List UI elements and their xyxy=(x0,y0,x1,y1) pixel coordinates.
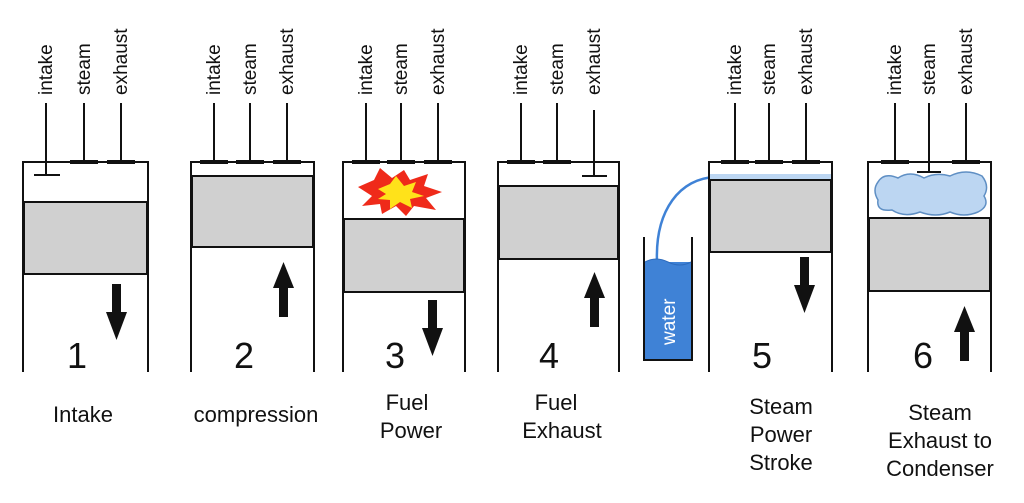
stage-caption-line-1: Fuel xyxy=(386,390,429,415)
stage-caption-line-1: Steam xyxy=(908,400,972,425)
piston xyxy=(868,217,991,292)
water-reservoir: water xyxy=(643,175,717,361)
arrow-up-icon xyxy=(954,306,975,361)
stage-caption-line-2: Exhaust xyxy=(522,418,602,443)
piston xyxy=(191,175,314,248)
water-injection-tube xyxy=(655,175,717,263)
valve-label-steam: steam xyxy=(547,43,568,95)
water-label: water xyxy=(659,298,680,346)
stage-5: intake steam exhaust 5 Steam Power Strok… xyxy=(708,28,833,475)
stage-caption-line-2: Exhaust to xyxy=(888,428,992,453)
valve-label-intake: intake xyxy=(36,44,57,95)
valve-label-intake: intake xyxy=(511,44,532,95)
steam-cloud-icon xyxy=(874,171,988,216)
valve-label-intake: intake xyxy=(725,44,746,95)
cylinder-wall xyxy=(708,161,833,372)
valve-label-exhaust: exhaust xyxy=(277,28,298,95)
stage-number: 5 xyxy=(752,335,772,376)
arrow-down-icon xyxy=(794,257,815,313)
explosion-icon xyxy=(358,168,442,216)
stage-caption-line-3: Stroke xyxy=(749,450,813,475)
cylinder-wall xyxy=(497,161,620,372)
stage-number: 1 xyxy=(67,335,87,376)
piston xyxy=(709,179,832,253)
stage-number: 2 xyxy=(234,335,254,376)
cylinder-wall xyxy=(190,161,315,372)
stage-3: intake steam exhaust 3 Fuel Power xyxy=(342,28,466,443)
piston xyxy=(498,185,619,260)
valve-label-steam: steam xyxy=(391,43,412,95)
stage-caption-line-2: Power xyxy=(380,418,442,443)
stage-number: 3 xyxy=(385,335,405,376)
stage-1: intake steam exhaust 1 Intake xyxy=(22,28,149,427)
stage-caption-line-2: Power xyxy=(750,422,812,447)
valve-label-steam: steam xyxy=(919,43,940,95)
arrow-down-icon xyxy=(106,284,127,340)
arrow-up-icon xyxy=(273,262,294,317)
stage-caption-line-1: compression xyxy=(194,402,319,427)
stage-6: intake steam exhaust 6 Steam Exhaust to … xyxy=(867,28,994,481)
valve-label-intake: intake xyxy=(204,44,225,95)
stage-4: intake steam exhaust 4 Fuel Exhaust xyxy=(497,28,620,443)
stage-caption-line-1: Steam xyxy=(749,394,813,419)
stage-caption-line-1: Fuel xyxy=(535,390,578,415)
arrow-down-icon xyxy=(422,300,443,356)
water-surface xyxy=(644,258,692,266)
stage-caption-line-3: Condenser xyxy=(886,456,994,481)
valve-label-intake: intake xyxy=(885,44,906,95)
valve-label-exhaust: exhaust xyxy=(796,28,817,95)
arrow-up-icon xyxy=(584,272,605,327)
valve-label-intake: intake xyxy=(356,44,377,95)
valve-label-exhaust: exhaust xyxy=(584,28,605,95)
valve-label-steam: steam xyxy=(74,43,95,95)
valve-label-exhaust: exhaust xyxy=(956,28,977,95)
stage-number: 6 xyxy=(913,335,933,376)
valve-label-exhaust: exhaust xyxy=(111,28,132,95)
piston xyxy=(23,201,148,275)
piston xyxy=(343,218,465,293)
valve-label-exhaust: exhaust xyxy=(428,28,449,95)
water-fill xyxy=(645,262,691,359)
stage-number: 4 xyxy=(539,335,559,376)
beaker-outline xyxy=(643,237,693,361)
stage-caption-line-1: Intake xyxy=(53,402,113,427)
stage-2: intake steam exhaust 2 compression xyxy=(190,28,319,427)
valve-label-steam: steam xyxy=(759,43,780,95)
steam-layer xyxy=(710,174,831,180)
valve-label-steam: steam xyxy=(240,43,261,95)
